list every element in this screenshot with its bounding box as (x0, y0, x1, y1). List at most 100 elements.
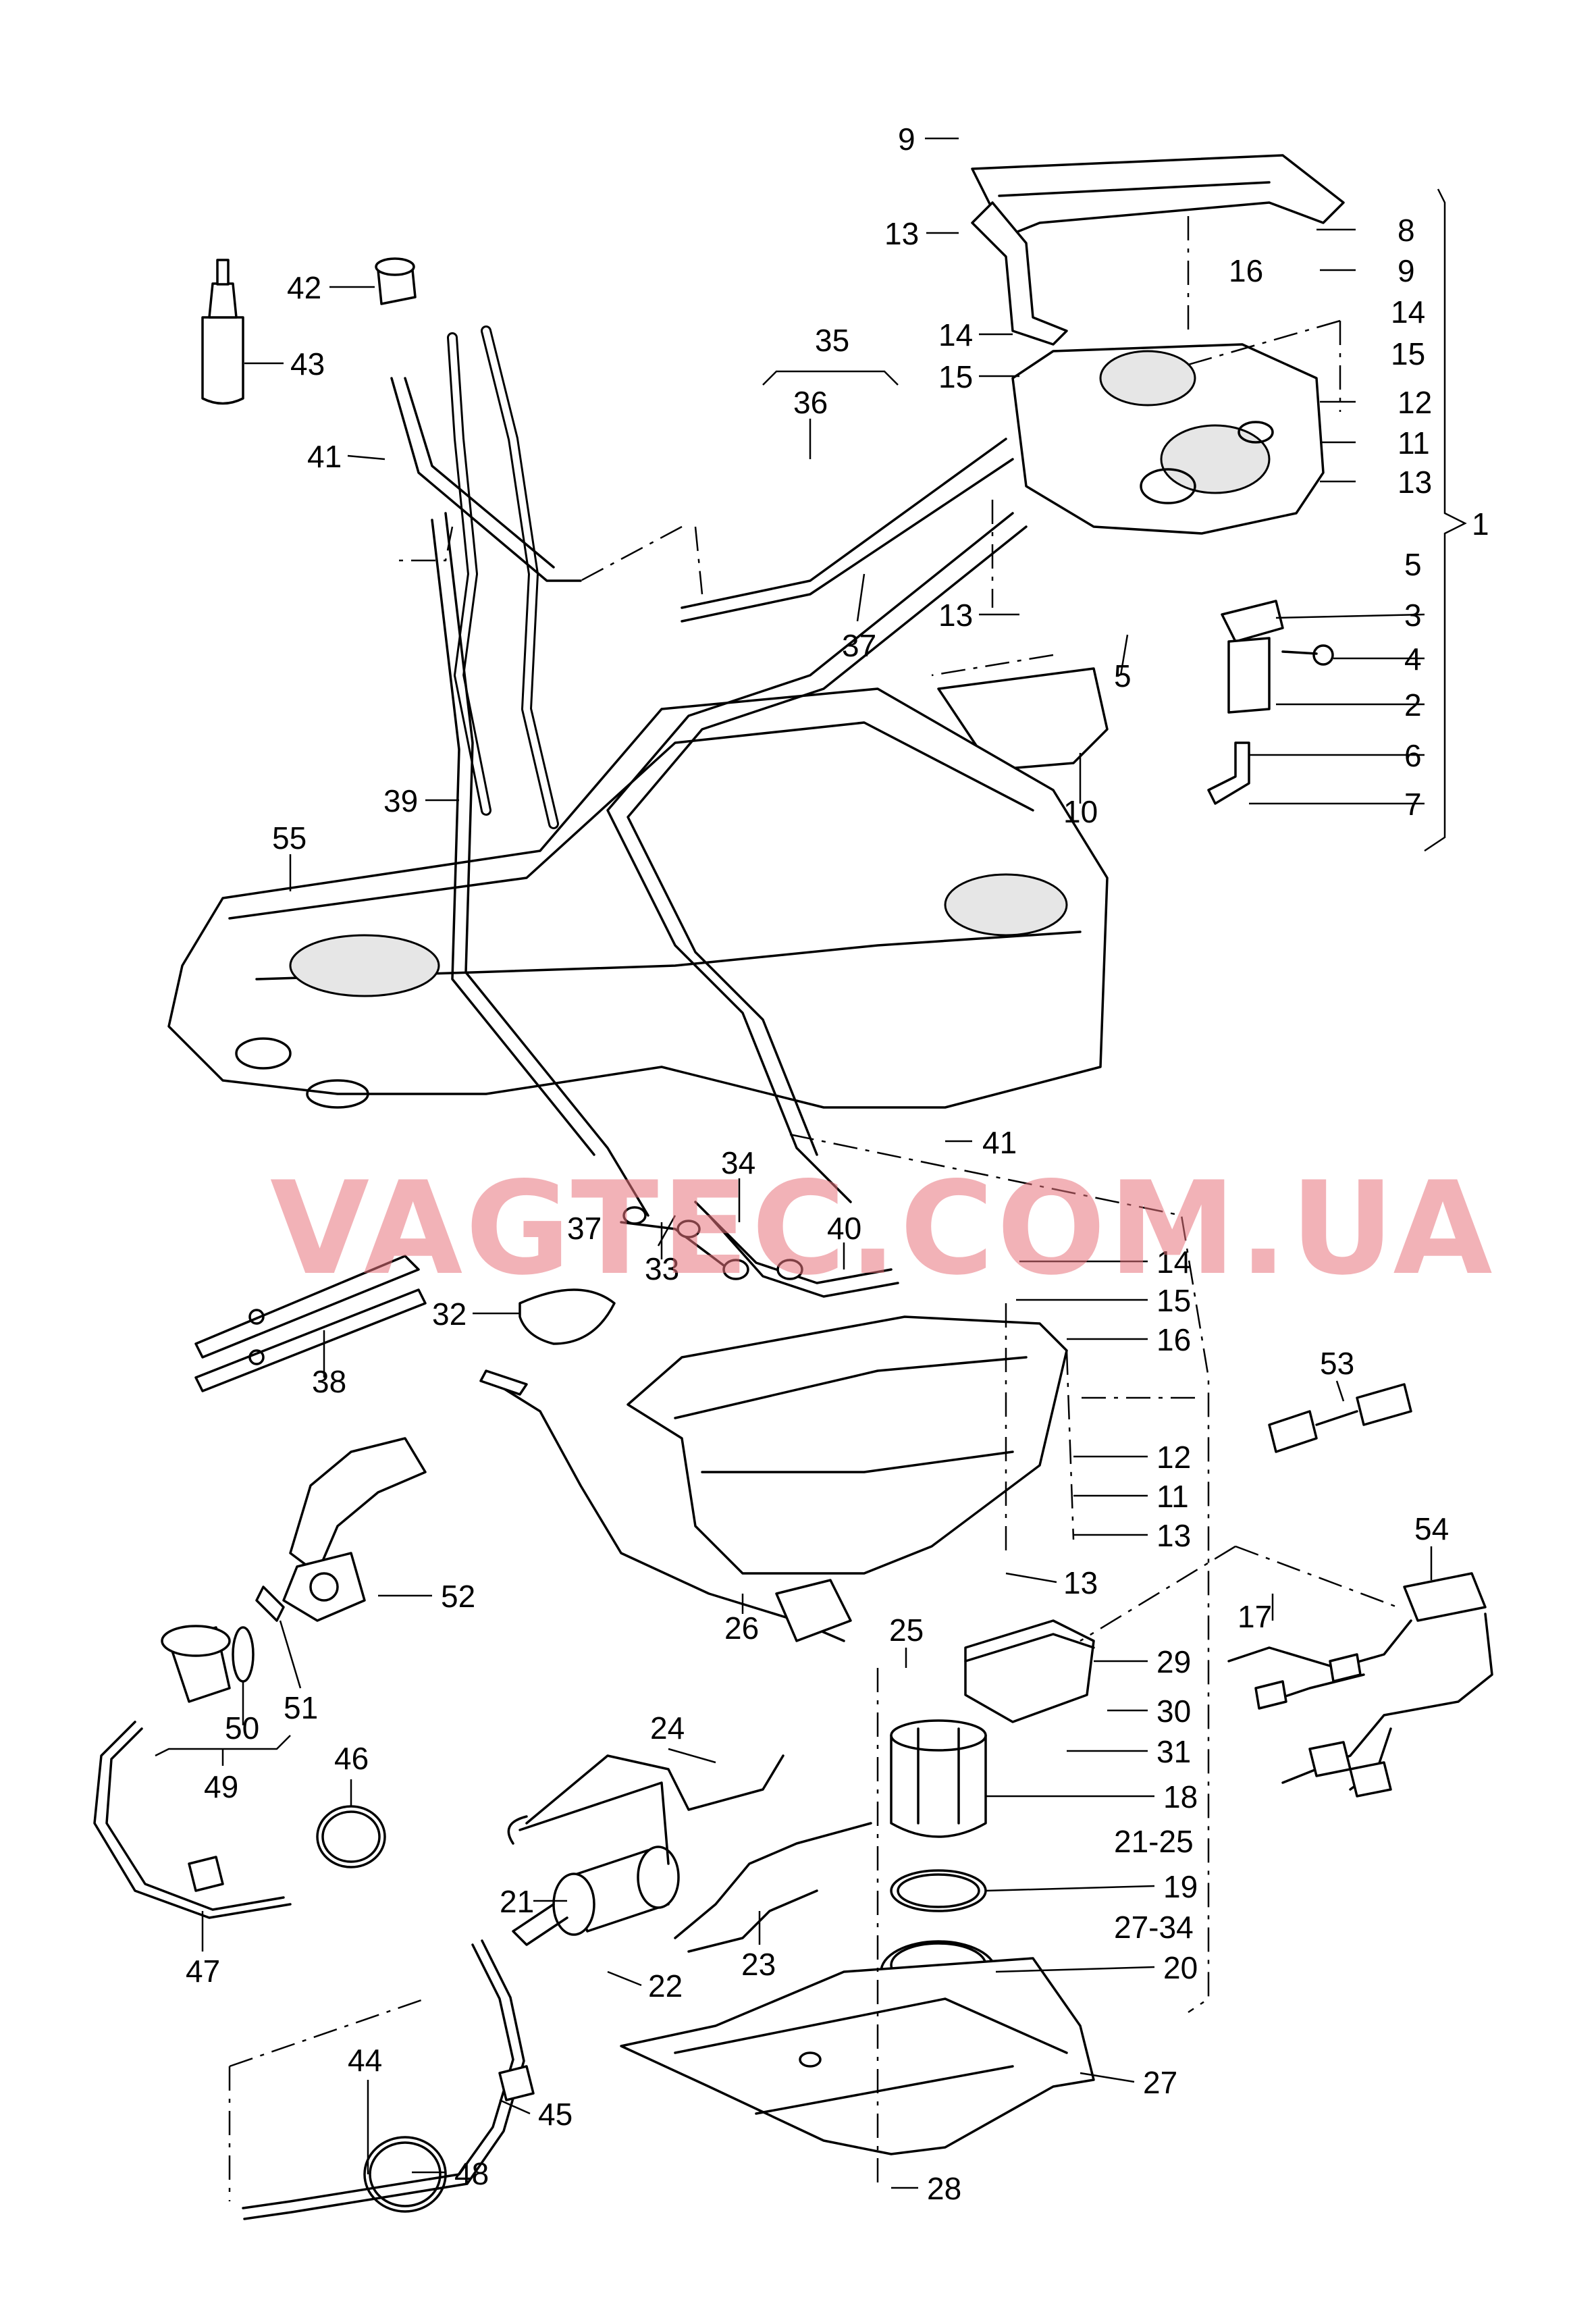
callout-51: 51 (284, 1690, 318, 1725)
callout-46: 46 (334, 1741, 369, 1776)
callout-41-right: 41 (982, 1125, 1017, 1160)
filler-cap-49 (93, 1586, 292, 1919)
callout-40: 40 (827, 1211, 861, 1246)
callout-45: 45 (538, 2097, 573, 2132)
callout-13-right: 13 (1398, 465, 1432, 500)
callout-25: 25 (889, 1613, 924, 1648)
clip-47 (188, 1856, 224, 1892)
callout-11: 11 (1398, 425, 1430, 461)
hose-clamp-48 (363, 2136, 447, 2213)
callout-8: 8 (1398, 213, 1415, 248)
callout-44: 44 (348, 2043, 382, 2078)
callout-38: 38 (312, 1364, 346, 1399)
callout-52: 52 (441, 1579, 475, 1614)
callout-55: 55 (272, 820, 307, 856)
callout-32: 32 (432, 1297, 467, 1332)
lower-tank-half (627, 1315, 1068, 1575)
callout-31: 31 (1156, 1734, 1191, 1769)
vent-hose-44 (242, 1939, 525, 2220)
callout-2: 2 (1404, 687, 1422, 723)
cable-ties-38 (194, 1255, 427, 1392)
callout-12: 12 (1398, 385, 1432, 420)
callout-9-list: 9 (1398, 253, 1415, 288)
filter-bracket (1207, 600, 1334, 805)
callout-34: 34 (721, 1145, 755, 1180)
callout-5: 5 (1114, 658, 1132, 693)
callout-23: 23 (741, 1947, 776, 1982)
heat-shield-10 (937, 667, 1109, 771)
callout-24: 24 (650, 1710, 685, 1746)
callout-36: 36 (793, 385, 828, 420)
callout-17: 17 (1238, 1599, 1272, 1634)
callout-16-low: 16 (1156, 1322, 1191, 1357)
control-unit-29 (964, 1619, 1095, 1723)
callout-27: 27 (1143, 2065, 1177, 2100)
callout-14: 14 (938, 317, 973, 352)
callout-43: 43 (290, 346, 325, 382)
callout-14-low: 14 (1156, 1245, 1191, 1280)
callout-labels: 9 13 14 15 8 16 9 14 15 12 11 13 1 5 3 4… (186, 122, 1489, 2206)
wiring-harness-54 (1227, 1572, 1493, 1798)
callout-16: 16 (1229, 253, 1263, 288)
callout-15: 15 (938, 359, 973, 394)
fuel-delivery-unit-18 (890, 1719, 987, 1838)
valve-42 (375, 257, 417, 305)
connector-53 (1268, 1383, 1412, 1453)
dash-dot-lines (228, 216, 1398, 2201)
callout-15-list: 15 (1391, 336, 1425, 371)
callout-9: 9 (898, 122, 915, 157)
filler-neck (447, 325, 559, 829)
callout-26: 26 (724, 1611, 759, 1646)
callout-14-list: 14 (1391, 294, 1425, 330)
fuel-pump-21 (507, 1781, 680, 1946)
callout-11-low: 11 (1156, 1479, 1189, 1514)
callout-21: 21 (500, 1884, 534, 1919)
callout-5-list: 5 (1404, 547, 1422, 582)
callout-13-low: 13 (1156, 1518, 1191, 1553)
watermark: VAGTEC.COM.UA (270, 1154, 1495, 1303)
bottle-43 (201, 259, 244, 405)
callout-30: 30 (1156, 1694, 1191, 1729)
fuel-lines-33-34 (620, 1201, 899, 1298)
callout-18: 18 (1163, 1779, 1198, 1814)
leader-lines (155, 137, 1467, 2189)
callout-13-mid: 13 (938, 598, 973, 633)
callout-53: 53 (1320, 1346, 1354, 1381)
callout-42: 42 (287, 270, 321, 305)
callout-37-low: 37 (567, 1211, 602, 1246)
callout-21-25: 21-25 (1114, 1824, 1194, 1859)
callout-4: 4 (1404, 642, 1422, 677)
expansion-tank (1011, 343, 1325, 535)
callout-39: 39 (383, 783, 418, 818)
wiring-23-24 (525, 1754, 872, 1953)
bracket-crossmember (971, 154, 1345, 346)
callout-15-low: 15 (1156, 1283, 1191, 1318)
callout-28: 28 (927, 2171, 961, 2206)
callout-54: 54 (1414, 1511, 1449, 1546)
callout-22: 22 (648, 1968, 683, 2004)
underbody-shield-27 (620, 1957, 1095, 2155)
vent-lines (390, 377, 1028, 1217)
seal-ring-19 (890, 1869, 987, 1912)
callout-50: 50 (225, 1710, 259, 1746)
callout-6: 6 (1404, 738, 1422, 773)
callout-13: 13 (884, 216, 919, 251)
callout-35: 35 (815, 323, 849, 358)
clip-45 (498, 2065, 535, 2101)
callout-12-low: 12 (1156, 1440, 1191, 1475)
callout-33: 33 (645, 1251, 679, 1286)
callout-20: 20 (1163, 1950, 1198, 1985)
callout-48: 48 (454, 2156, 489, 2191)
fuel-tank-55 (167, 687, 1109, 1109)
callout-1: 1 (1472, 506, 1489, 542)
callout-13-lower: 13 (1063, 1565, 1098, 1600)
callout-27-34: 27-34 (1114, 1910, 1194, 1945)
callout-47: 47 (186, 1954, 220, 1989)
filler-hose-52 (282, 1437, 427, 1622)
callout-3: 3 (1404, 598, 1422, 633)
callout-7: 7 (1404, 787, 1422, 822)
callout-19: 19 (1163, 1869, 1198, 1904)
callout-29: 29 (1156, 1644, 1191, 1679)
hose-clamp-46 (316, 1805, 386, 1868)
